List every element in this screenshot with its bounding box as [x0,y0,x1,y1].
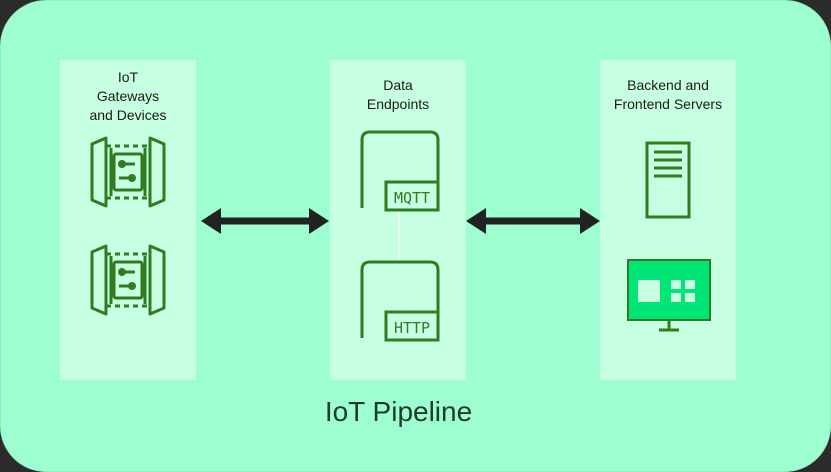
column-title-servers: Backend and Frontend Servers [613,77,723,112]
bidirectional-arrow-icon [466,208,600,234]
monitor-icon [627,259,711,332]
http-endpoint-icon: HTTP [360,260,440,342]
column-data-endpoints: Data Endpoints MQTT HTTP [330,60,466,380]
mqtt-label: MQTT [394,189,430,207]
column-title-gateways: IoT Gateways and Devices [89,69,167,123]
bidirectional-arrow-icon [201,208,329,234]
iot-gateway-icon [90,244,166,316]
endpoint-connector [398,212,400,260]
iot-gateway-icon [90,136,166,208]
column-title-endpoints: Data Endpoints [366,77,430,112]
server-icon [645,141,691,219]
column-iot-gateways: IoT Gateways and Devices [60,60,196,380]
column-servers: Backend and Frontend Servers [600,60,736,380]
mqtt-endpoint-icon: MQTT [360,130,440,212]
http-label: HTTP [394,319,430,337]
diagram-title: IoT Pipeline [324,396,473,427]
